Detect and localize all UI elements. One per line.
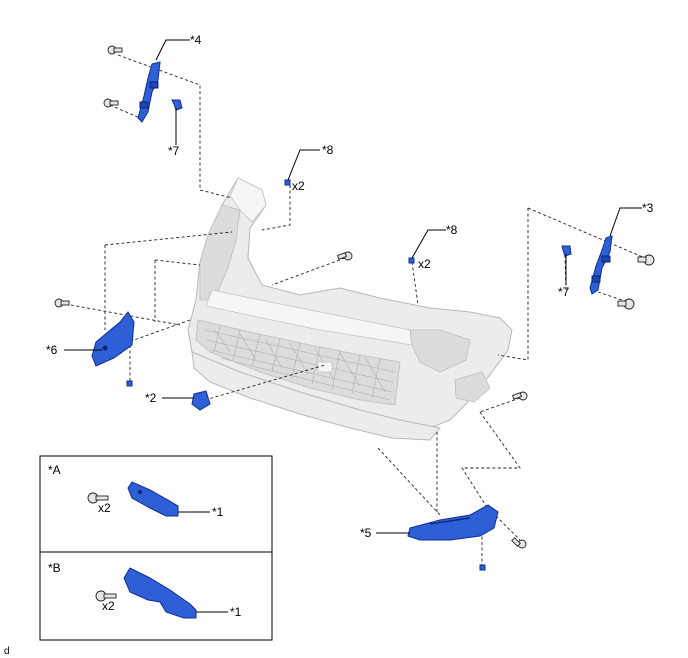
callout-7-left: *7: [168, 108, 180, 158]
inset-a-label: *A: [48, 463, 61, 477]
callout-5-label: *5: [360, 526, 372, 540]
callout-2-label: *2: [145, 391, 157, 405]
screw-mid-left: [103, 98, 119, 108]
callout-4: *4: [155, 33, 202, 61]
screw-bumper-top: [336, 251, 353, 261]
retainer-clip-right: [561, 245, 572, 257]
lower-molding: [407, 504, 499, 541]
qty-8-left: x2: [292, 179, 305, 193]
callout-2: *2: [145, 391, 194, 405]
screw-right-upper: [637, 254, 655, 266]
inset-a-bolt: [87, 492, 109, 504]
plate-mount-opening: [317, 361, 333, 373]
callout-7-left-label: *7: [168, 144, 180, 158]
callout-1-b-label: *1: [230, 605, 242, 619]
screw-bumper-right: [511, 391, 528, 401]
screw-bumper-left: [54, 298, 70, 308]
callout-4-label: *4: [190, 33, 202, 47]
inset-b-bracket: [123, 567, 197, 619]
screw-molding: [511, 537, 527, 549]
inset-a: *A *1 x2: [39, 455, 273, 553]
clip-lower-left: [126, 380, 133, 387]
clip-molding: [479, 564, 486, 571]
corner-mark: d: [4, 646, 10, 657]
inset-b-bolt: [95, 590, 117, 602]
tow-hook-cover: [191, 390, 211, 411]
callout-1-a-label: *1: [212, 505, 224, 519]
grille-mesh: [204, 324, 396, 401]
screw-right-lower: [617, 298, 635, 310]
inset-b: *B *1 x2: [39, 551, 273, 641]
callout-8-left: *8 x2: [287, 143, 334, 193]
callout-8-right: *8 x2: [411, 223, 458, 271]
clip-left: [284, 179, 291, 186]
callout-3: *3: [609, 201, 654, 237]
callout-8-left-label: *8: [322, 143, 334, 157]
callout-8-right-label: *8: [446, 223, 458, 237]
qty-b: x2: [102, 599, 115, 613]
callout-3-label: *3: [642, 201, 654, 215]
side-retainer-bracket-left: [137, 61, 161, 123]
side-retainer-bracket-right: [589, 235, 613, 295]
callout-7-right: *7: [558, 254, 570, 299]
callout-7-right-label: *7: [558, 285, 570, 299]
qty-a: x2: [98, 501, 111, 515]
callout-6: *6: [46, 343, 102, 357]
retainer-clip-left: [171, 99, 183, 111]
qty-8-right: x2: [418, 257, 431, 271]
front-bumper-cover: [187, 177, 513, 441]
lower-side-bracket: [91, 311, 135, 367]
inset-b-label: *B: [48, 561, 61, 575]
clip-right: [408, 257, 415, 264]
callout-5: *5: [360, 526, 410, 540]
callout-6-label: *6: [46, 343, 58, 357]
screw-top-left: [107, 45, 123, 55]
